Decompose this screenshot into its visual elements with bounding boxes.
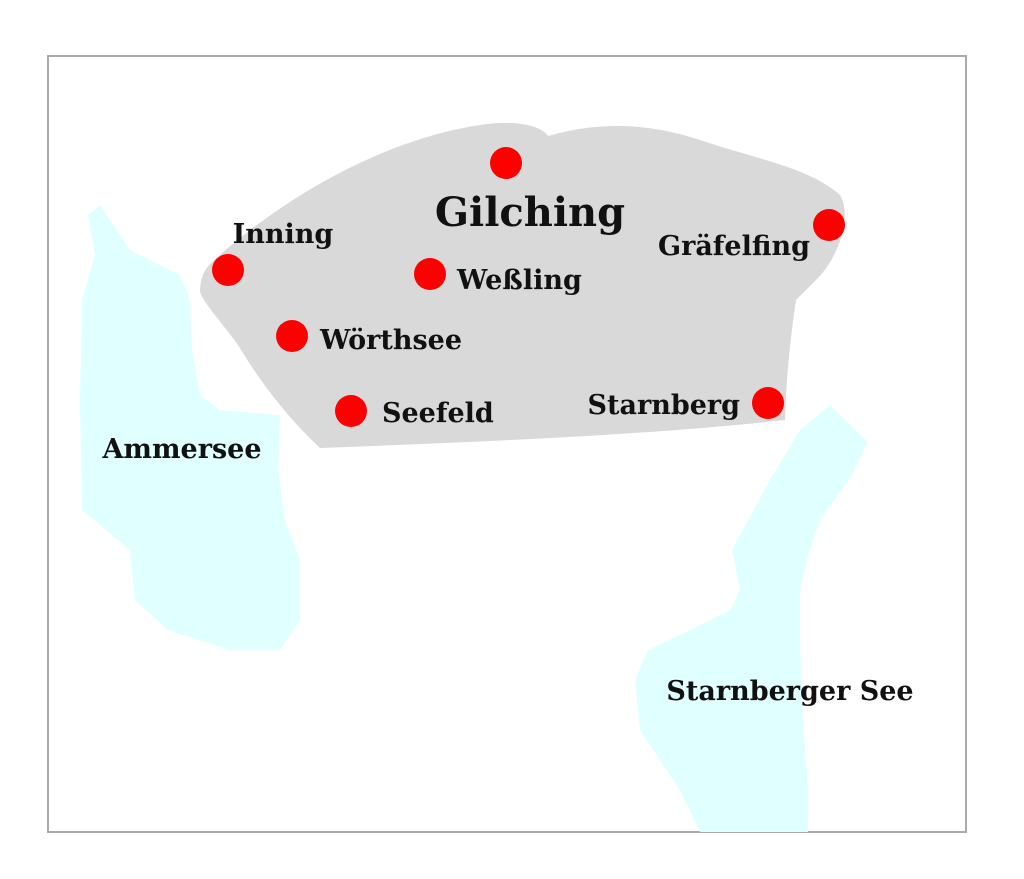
town-marker <box>335 395 367 427</box>
town-seefeld: Seefeld <box>335 395 494 429</box>
region-label-gilching: Gilching <box>435 189 625 236</box>
town-label: Seefeld <box>382 398 494 429</box>
town-marker <box>752 387 784 419</box>
lake-label-starnberger-see: Starnberger See <box>666 676 913 707</box>
town-label: Weßling <box>456 265 582 296</box>
town-woerthsee: Wörthsee <box>276 320 462 356</box>
town-marker <box>212 254 244 286</box>
town-label: Wörthsee <box>319 325 462 356</box>
lake-label-ammersee: Ammersee <box>101 434 261 465</box>
town-starnberg: Starnberg <box>588 387 784 421</box>
town-marker <box>490 147 522 179</box>
town-gilching <box>490 147 522 179</box>
town-wessling: Weßling <box>414 258 582 296</box>
town-marker <box>276 320 308 352</box>
town-graefelfing: Gräfelfing <box>658 209 845 262</box>
town-marker <box>414 258 446 290</box>
town-inning: Inning <box>212 219 333 286</box>
town-label: Starnberg <box>588 390 741 421</box>
lake-ammersee <box>80 205 300 650</box>
lake-starnberger-see <box>635 405 868 832</box>
town-label: Gräfelfing <box>658 231 810 262</box>
region-gilching <box>200 122 845 449</box>
town-label: Inning <box>233 219 334 250</box>
town-marker <box>813 209 845 241</box>
